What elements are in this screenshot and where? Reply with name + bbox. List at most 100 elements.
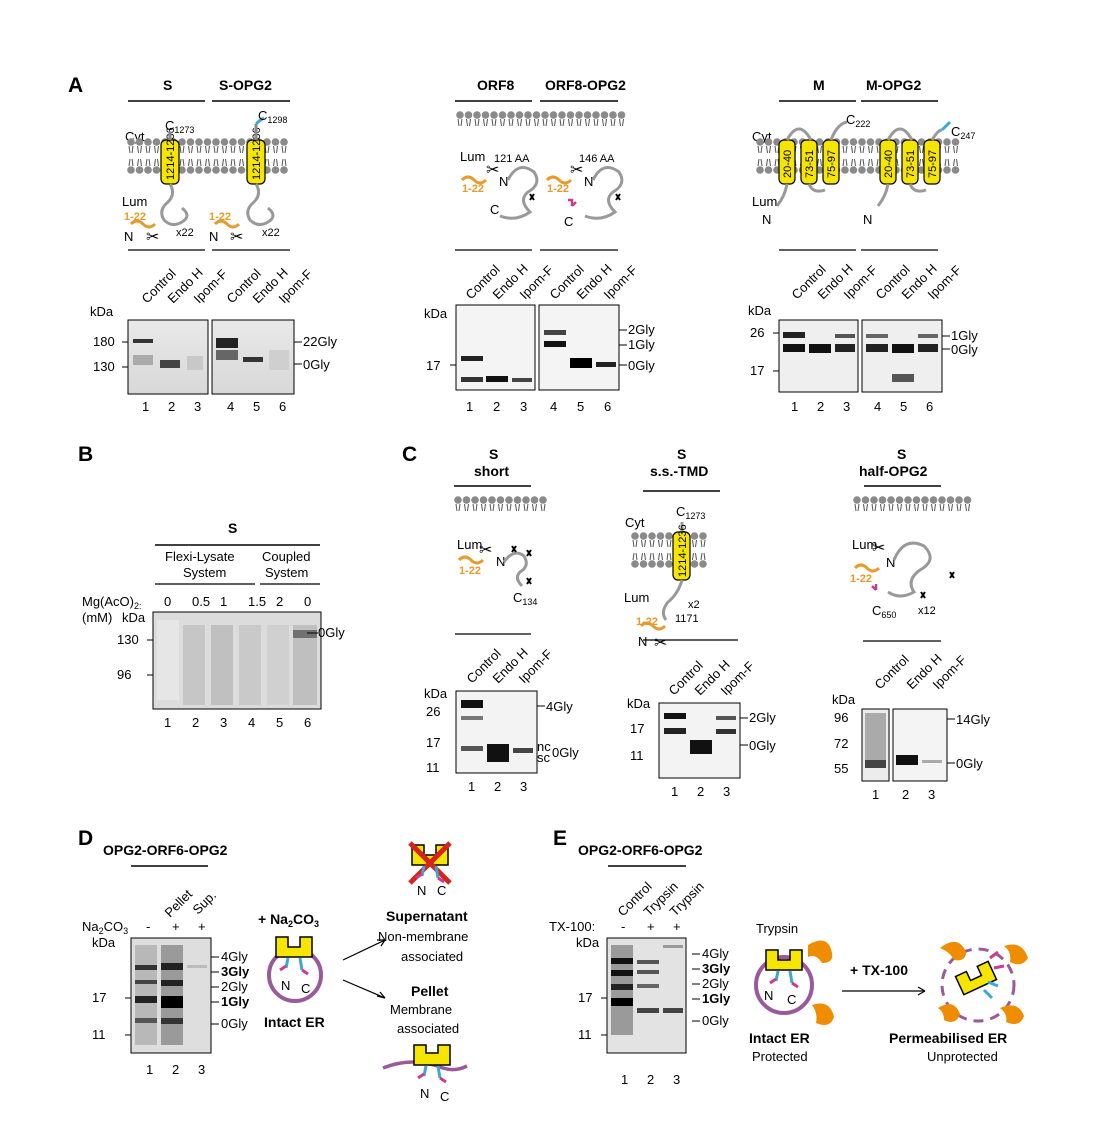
panel-label-d: D xyxy=(78,827,93,850)
lipid-tail xyxy=(154,158,159,167)
lane-label: 6 xyxy=(604,399,611,414)
lipid-head xyxy=(665,560,673,568)
lipid-head xyxy=(513,496,522,504)
lipid-head xyxy=(858,166,866,174)
band-label: 2Gly xyxy=(221,979,248,994)
kda-label: kDa xyxy=(748,303,772,318)
lipid-tail xyxy=(692,552,697,561)
lipid-head xyxy=(656,532,665,540)
mw-marker: 11 xyxy=(426,760,440,775)
lipid-head xyxy=(280,166,288,174)
lipid-tail xyxy=(666,539,672,548)
c-terminus: C xyxy=(437,883,446,898)
lipid-tail xyxy=(593,118,599,127)
lipid-tail xyxy=(944,158,950,167)
system-label: System xyxy=(265,565,308,580)
lipid-tail xyxy=(551,118,556,127)
lipid-head xyxy=(665,532,673,540)
lipid-head xyxy=(592,111,600,119)
lane-label: 2 xyxy=(493,399,500,414)
lane-label: 2 xyxy=(168,399,175,414)
trypsin-icon xyxy=(938,1004,960,1022)
lipid-tail xyxy=(939,503,945,512)
heading-orf8: ORF8 xyxy=(477,77,515,93)
lipid-head xyxy=(699,560,707,568)
glycan-count-s-opg2: x22 xyxy=(262,227,280,239)
lipid-tail xyxy=(914,503,919,512)
membrane-c-short xyxy=(454,496,547,512)
heading-c-half-1: S xyxy=(897,446,906,462)
lipid-tail xyxy=(188,145,193,154)
lipid-head xyxy=(462,496,471,504)
lipid-head xyxy=(656,560,665,568)
mw-marker: 72 xyxy=(834,736,848,751)
lipid-tail xyxy=(205,145,210,154)
lipid-tail xyxy=(464,503,469,512)
er-vesicle xyxy=(754,955,814,1015)
lane-label: 4 xyxy=(227,399,234,414)
lane-label: 2 xyxy=(276,594,283,609)
lipid-head xyxy=(203,138,212,146)
lipid-head xyxy=(505,496,513,504)
lipid-tail xyxy=(196,145,202,154)
lipid-head xyxy=(699,532,707,540)
lane-label: 1 xyxy=(146,1062,153,1077)
lipid-head xyxy=(917,138,926,146)
lipid-head xyxy=(152,166,161,174)
lane-label: + xyxy=(198,919,206,934)
lipid-tail xyxy=(919,158,924,167)
lipid-tail xyxy=(919,145,924,154)
lipid-tail xyxy=(854,503,860,512)
tmd-label: 1214-1236 xyxy=(677,524,689,577)
band-label: 0Gly xyxy=(956,756,983,771)
mw-marker: 180 xyxy=(93,334,115,349)
trypsin-icon xyxy=(940,941,966,961)
lane-label: 5 xyxy=(276,715,283,730)
lane-label: + xyxy=(673,919,681,934)
band-label: 0Gly xyxy=(951,342,978,357)
lipid-tail xyxy=(859,145,865,154)
kda-label: kDa xyxy=(424,686,448,701)
bands-a-s xyxy=(133,338,289,370)
lane-label: 1 xyxy=(872,787,879,802)
band-label: 22Gly xyxy=(303,334,337,349)
lane-label: 3 xyxy=(198,1062,205,1077)
lipid-tail xyxy=(658,539,663,548)
lipid-head xyxy=(639,560,648,568)
lipid-tail xyxy=(576,118,582,127)
lipid-head xyxy=(575,111,583,119)
signs-e: -++ xyxy=(621,919,681,934)
scissors-icon: ✂ xyxy=(570,162,583,179)
lane-label: 4 xyxy=(550,399,557,414)
heading-b: S xyxy=(228,520,237,536)
kda-label: kDa xyxy=(627,696,651,711)
lipid-head xyxy=(895,496,904,504)
lane-label: 1 xyxy=(164,715,171,730)
mw-marker: 11 xyxy=(630,748,644,763)
lipid-tail xyxy=(859,158,865,167)
panel-d: D OPG2-ORF6-OPG2 Pellet Sup. Na2CO3 -++ … xyxy=(78,827,468,1104)
signal-c-half: 1-22 xyxy=(850,573,872,585)
lipid-tail xyxy=(871,503,877,512)
lipid-tail xyxy=(506,503,512,512)
lane-label: + xyxy=(647,919,655,934)
lipid-head xyxy=(144,166,152,174)
lipid-tail xyxy=(610,118,616,127)
lipid-head xyxy=(600,111,609,119)
band-label: 0Gly xyxy=(221,1016,248,1031)
glycan-count: x2 xyxy=(688,599,700,611)
lipid-head xyxy=(861,496,870,504)
lane-label: 0 xyxy=(164,594,171,609)
lipid-tail xyxy=(540,503,546,512)
lipid-tail xyxy=(281,145,287,154)
n-terminus: N xyxy=(281,978,290,993)
lane-label: 3 xyxy=(673,1072,680,1087)
lipid-head xyxy=(144,138,152,146)
lipid-tail xyxy=(757,145,763,154)
tmd-label: 73-51 xyxy=(804,150,816,178)
panel-label-a: A xyxy=(68,74,83,97)
protein-ribbon xyxy=(275,936,313,958)
lane-label: 1.5 xyxy=(248,594,266,609)
lipid-head xyxy=(127,166,135,174)
